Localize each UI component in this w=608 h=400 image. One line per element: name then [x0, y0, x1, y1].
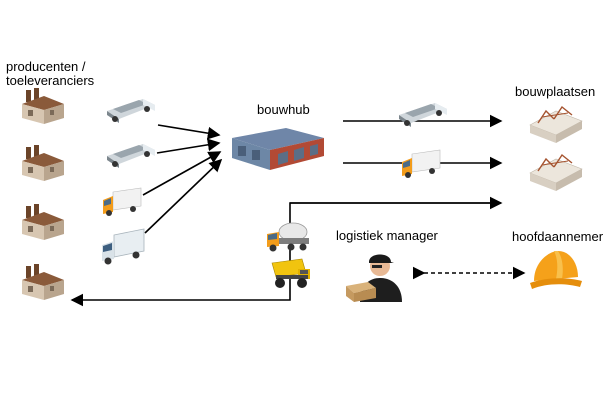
arrow-truck1-to-hub: [157, 124, 221, 140]
suppliers-label-line1: producenten /: [6, 59, 86, 74]
arrow-van-to-hub: [142, 151, 222, 196]
construction-site-icon: [529, 153, 583, 191]
arrow-truck2-to-hub: [156, 138, 221, 154]
construction-site-icon: [529, 105, 583, 143]
factory-icon: [22, 88, 64, 124]
cement-mixer-icon: [267, 222, 309, 252]
warehouse-icon: [232, 128, 324, 170]
flatbed-truck-icon: [107, 99, 155, 123]
contractor-label: hoofdaannemer: [512, 229, 604, 244]
delivery-truck-icon: [103, 187, 142, 216]
flatbed-truck-icon: [399, 103, 447, 127]
hub-label: bouwhub: [257, 102, 310, 117]
factory-icon: [22, 145, 64, 181]
manager-person-icon: [346, 254, 402, 302]
sites-label: bouwplaatsen: [515, 84, 596, 99]
hard-hat-icon: [530, 251, 582, 289]
arrow-boxtruck-to-hub: [144, 158, 223, 234]
box-truck-icon: [102, 228, 145, 265]
delivery-truck-icon: [402, 149, 441, 178]
flatbed-truck-icon: [107, 144, 155, 168]
manager-label: logistiek manager: [336, 228, 438, 243]
suppliers-label-line2: toeleveranciers: [6, 73, 95, 88]
factory-icon: [22, 204, 64, 240]
factory-icon: [22, 264, 64, 300]
dump-truck-icon: [271, 258, 310, 288]
